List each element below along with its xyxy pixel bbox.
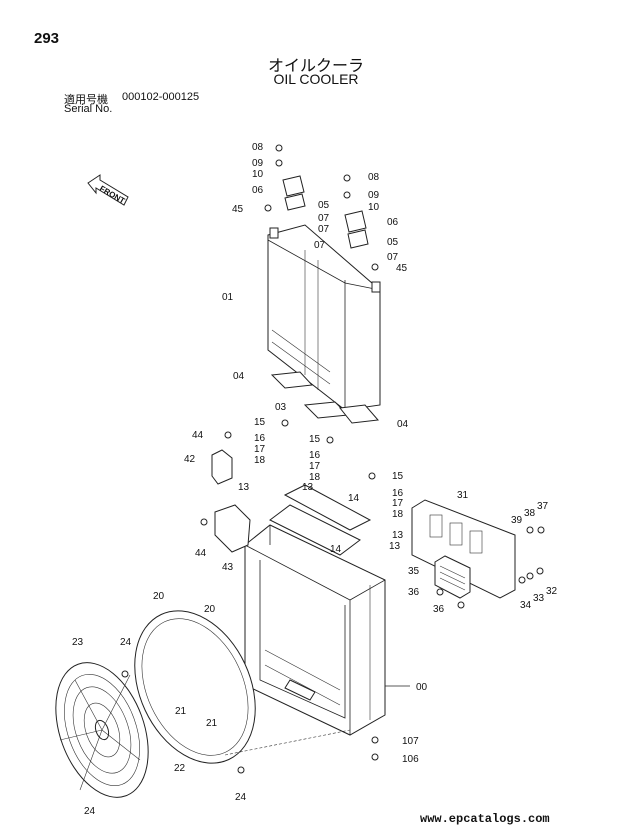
callout-label: 20 (153, 591, 165, 602)
callout-label: 20 (204, 604, 216, 615)
callout-label: 15 (254, 417, 266, 428)
callout-label: 17 (254, 444, 266, 455)
callout-label: 14 (348, 493, 360, 504)
callout-label: 08 (252, 142, 264, 153)
callout-label: 39 (511, 515, 523, 526)
callout-label: 24 (235, 792, 247, 803)
fan-shroud-ring (134, 610, 256, 764)
callout-label: 43 (222, 562, 234, 573)
callout-label: 16 (309, 450, 321, 461)
callout-label: 34 (520, 600, 532, 611)
callout-label: 16 (254, 433, 266, 444)
callout-label: 06 (252, 185, 264, 196)
callout-label: 10 (252, 169, 264, 180)
callout-label: 09 (368, 190, 380, 201)
callout-label: 44 (195, 548, 207, 559)
callout-label: 07 (318, 224, 330, 235)
fan-guard (55, 662, 149, 798)
callout-label: 23 (72, 637, 84, 648)
callout-label: 38 (524, 508, 536, 519)
support-bar-13 (269, 504, 361, 556)
callout-label: 37 (537, 501, 549, 512)
callout-label: 16 (392, 488, 404, 499)
bracket-42 (211, 449, 233, 485)
watermark: www.epcatalogs.com (420, 812, 550, 826)
callout-label: 14 (330, 544, 342, 555)
callout-label: 13 (389, 541, 401, 552)
serial-label: Serial No. (64, 103, 113, 115)
main-frame (244, 524, 386, 736)
callout-label: 31 (457, 490, 469, 501)
callout-label: 22 (174, 763, 186, 774)
callout-label: 17 (392, 498, 404, 509)
bracket-04-left (270, 371, 314, 389)
callout-label: 32 (546, 586, 558, 597)
callout-label: 42 (184, 454, 196, 465)
top-bracket-06-left (282, 175, 305, 197)
callout-label: 13 (392, 530, 404, 541)
clamp-05-left (284, 193, 306, 211)
callout-label: 106 (402, 754, 419, 765)
callout-label: 18 (309, 472, 321, 483)
callout-label: 24 (120, 637, 132, 648)
callout-label: 24 (84, 806, 96, 817)
callout-label: 33 (533, 593, 545, 604)
callout-label: 05 (387, 237, 399, 248)
cover-plate-31 (411, 499, 516, 599)
callout-label: 07 (318, 213, 330, 224)
bracket-43 (214, 504, 251, 553)
callout-label: 09 (252, 158, 264, 169)
callout-label: 05 (318, 200, 330, 211)
callout-label: 21 (206, 718, 218, 729)
page-title: OIL COOLER (273, 71, 359, 87)
clamp-05-right (347, 229, 369, 249)
top-bracket-06-right (344, 210, 367, 233)
callout-label: 13 (238, 482, 250, 493)
callout-label: 107 (402, 736, 419, 747)
callout-labels: 08 09 10 06 45 05 07 07 08 09 10 06 05 0… (72, 142, 558, 817)
oil-cooler-unit-35 (434, 555, 471, 599)
support-bar-14 (283, 484, 372, 531)
callout-label: 15 (309, 434, 321, 445)
fasteners (121, 144, 545, 774)
page-title-japanese: オイルクーラ (267, 56, 364, 75)
callout-label: 08 (368, 172, 380, 183)
callout-label: 03 (275, 402, 287, 413)
callout-label: 36 (408, 587, 420, 598)
callout-label: 36 (433, 604, 445, 615)
callout-label: 01 (222, 292, 234, 303)
oil-cooler-core (267, 224, 381, 411)
callout-label: 06 (387, 217, 399, 228)
callout-label: 00 (416, 682, 428, 693)
callout-label: 15 (392, 471, 404, 482)
callout-label: 18 (392, 509, 404, 520)
callout-label: 07 (314, 240, 326, 251)
serial-range: 000102-000125 (122, 91, 200, 103)
callout-label: 21 (175, 706, 187, 717)
callout-label: 13 (302, 482, 314, 493)
page-number: 293 (34, 30, 60, 47)
callout-label: 45 (396, 263, 408, 274)
callout-label: 04 (233, 371, 245, 382)
serial-label-japanese: 適用号機 (64, 93, 108, 106)
callout-label: 10 (368, 202, 380, 213)
bracket-04-right (339, 404, 379, 424)
callout-label: 04 (397, 419, 409, 430)
callout-label: 44 (192, 430, 204, 441)
callout-label: 45 (232, 204, 244, 215)
callout-label: 17 (309, 461, 321, 472)
front-arrow-icon: FRONT (87, 174, 129, 206)
callout-label: 18 (254, 455, 266, 466)
callout-label: 07 (387, 252, 399, 263)
callout-label: 35 (408, 566, 420, 577)
